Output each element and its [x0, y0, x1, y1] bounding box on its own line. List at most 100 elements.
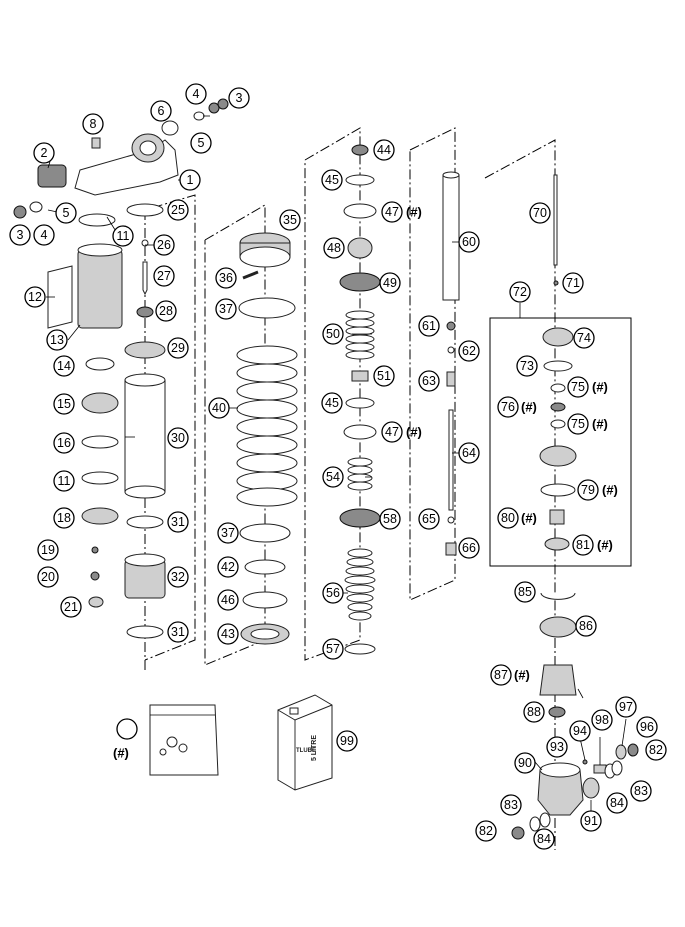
- callout-44: 46: [217, 589, 239, 611]
- svg-text:3: 3: [17, 228, 24, 242]
- svg-text:88: 88: [527, 705, 541, 719]
- svg-text:83: 83: [504, 798, 518, 812]
- callout-84-left: 84: [533, 828, 555, 850]
- valve-part-19: [91, 546, 99, 554]
- optional-marker-47-bottom: (#): [406, 425, 422, 440]
- part-76: [550, 402, 566, 412]
- callout-49: 49: [379, 272, 401, 294]
- callout-51: 51: [373, 365, 395, 387]
- callout-88: 88: [523, 701, 545, 723]
- callout-64: 64: [458, 442, 480, 464]
- piston-58: [339, 508, 381, 528]
- svg-text:56: 56: [326, 586, 340, 600]
- needle-27: [142, 261, 148, 296]
- callout-48: 48: [323, 237, 345, 259]
- callout-4-right: 4: [185, 83, 207, 105]
- callout-25: 25: [167, 199, 189, 221]
- optional-marker-47-top: (#): [406, 205, 422, 220]
- callout-26: 26: [153, 234, 175, 256]
- callout-47-top: 47: [381, 201, 403, 223]
- callout-47-bottom: 47: [381, 421, 403, 443]
- svg-text:3: 3: [236, 91, 243, 105]
- svg-text:82: 82: [479, 824, 493, 838]
- callout-11-bottom: 11: [53, 470, 75, 492]
- part-65: [447, 516, 455, 524]
- svg-text:80: 80: [501, 511, 515, 525]
- shims-56: [344, 548, 376, 621]
- part-48: [347, 237, 373, 259]
- svg-text:16: 16: [57, 436, 71, 450]
- callout-60: 60: [458, 231, 480, 253]
- piston-49: [339, 272, 381, 292]
- svg-text:28: 28: [159, 304, 173, 318]
- part-82l: [511, 826, 525, 840]
- svg-text:43: 43: [221, 627, 235, 641]
- reservoir-cylinder: [77, 249, 123, 329]
- part-74: [542, 327, 574, 347]
- svg-text:2: 2: [41, 146, 48, 160]
- callout-37-bottom: 37: [217, 522, 239, 544]
- callout-27: 27: [153, 265, 175, 287]
- callout-98: 99: [336, 730, 358, 752]
- part-75b: [550, 419, 566, 429]
- callout-5-left: 5: [55, 202, 77, 224]
- part-83r: [611, 760, 623, 776]
- part-75: [550, 383, 566, 393]
- optional-kit-box: [489, 317, 632, 567]
- svg-text:64: 64: [462, 446, 476, 460]
- callout-76: 76: [497, 396, 519, 418]
- callout-86: 86: [575, 615, 597, 637]
- oil-can-label: 5 LITRE: [311, 735, 318, 761]
- part-51: [351, 370, 369, 382]
- optional-marker-75-bottom: (#): [592, 417, 608, 432]
- svg-text:96: 96: [640, 720, 654, 734]
- valve-cap-part: [88, 596, 104, 608]
- callout-31-top: 31: [167, 511, 189, 533]
- oil-can-cap: [289, 707, 299, 715]
- spring-40: [236, 345, 298, 507]
- part-80: [549, 509, 565, 525]
- svg-text:85: 85: [518, 585, 532, 599]
- svg-text:18: 18: [57, 511, 71, 525]
- reservoir-column: [13, 98, 229, 608]
- svg-text:4: 4: [193, 87, 200, 101]
- rod-64: [448, 409, 454, 511]
- spring-seat-37b: [239, 523, 291, 543]
- svg-text:5: 5: [198, 136, 205, 150]
- callout-94: 94: [569, 720, 591, 742]
- callout-58: 58: [379, 508, 401, 530]
- spring-nut-bottom: [239, 246, 291, 268]
- oil-can-body: [277, 694, 333, 791]
- callout-30: 30: [167, 427, 189, 449]
- callout-50: 50: [322, 323, 344, 345]
- body-tube-bottom: [124, 485, 166, 499]
- callout-12: 12: [24, 286, 46, 308]
- svg-text:76: 76: [501, 400, 515, 414]
- callout-61: 61: [418, 315, 440, 337]
- callout-84-right: 84: [606, 792, 628, 814]
- piston-column: [339, 144, 381, 655]
- callout-21: 21: [60, 596, 82, 618]
- reservoir-cover: [47, 265, 73, 329]
- callout-87: 87: [490, 664, 512, 686]
- oil-can: TLUBE 5 LITRE: [277, 694, 333, 791]
- svg-text:31: 31: [171, 515, 185, 529]
- part-62: [447, 346, 455, 354]
- svg-text:11: 11: [58, 474, 71, 488]
- callouts: 1 2 3 3 4 4 5 5 6 8 11 11 12 13 14 15 16…: [9, 83, 667, 850]
- svg-text:60: 60: [462, 235, 476, 249]
- callout-70: 70: [529, 202, 551, 224]
- ring-31: [126, 515, 164, 529]
- callout-82-right: 82: [645, 739, 667, 761]
- svg-text:8: 8: [90, 117, 97, 131]
- svg-text:40: 40: [212, 401, 226, 415]
- callout-74: 74: [573, 327, 595, 349]
- svg-text:14: 14: [57, 359, 71, 373]
- svg-text:35: 35: [283, 213, 297, 227]
- callout-96: 97: [615, 696, 637, 718]
- part-97: [593, 764, 607, 774]
- callout-75-top: 75: [567, 376, 589, 398]
- shims-54: [347, 457, 373, 491]
- callout-83-right: 83: [630, 780, 652, 802]
